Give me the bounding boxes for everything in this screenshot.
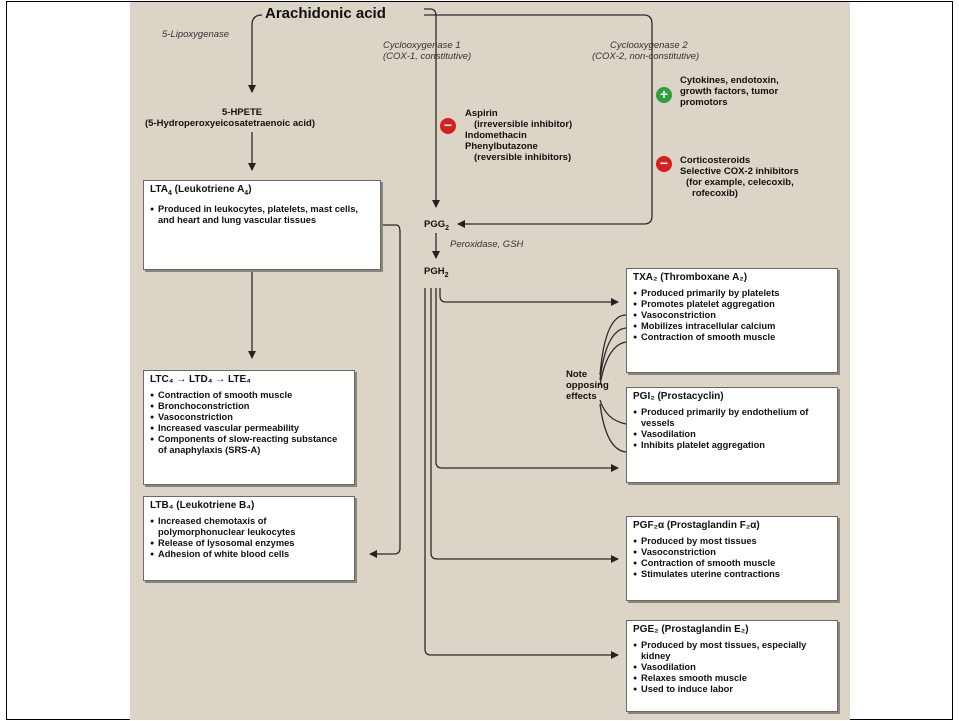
aspirin-note: (irreversible inhibitor) bbox=[474, 119, 573, 130]
arrow-pgh2-to-pgi2 bbox=[435, 288, 619, 472]
lipoxygenase-label: 5-Lipoxygenase bbox=[162, 29, 230, 40]
pgi2-item: Vasodilation bbox=[633, 429, 831, 440]
arrow-pgh2-to-txa2 bbox=[439, 288, 619, 306]
txa2-item: Vasoconstriction bbox=[633, 310, 831, 321]
ltb4-box: LTB₄ (Leukotriene B₄) Increased chemotax… bbox=[143, 496, 355, 581]
pgf2-item: Produced by most tissues bbox=[633, 536, 831, 547]
inducers-line-2: growth factors, tumor bbox=[680, 86, 779, 97]
ltb4-item: Release of lysosomal enzymes bbox=[150, 538, 348, 549]
inducers-line-3: promotors bbox=[680, 97, 728, 108]
peroxidase-label: Peroxidase, GSH bbox=[450, 239, 524, 250]
txa2-title: TXA₂ (Thromboxane A₂) bbox=[633, 272, 748, 283]
cox1-label-a: Cyclooxygenase 1 bbox=[383, 40, 461, 51]
minus-circle-icon: − bbox=[440, 118, 456, 134]
cox2-examples-1: (for example, celecoxib, bbox=[686, 177, 794, 188]
arachidonic-acid-title: Arachidonic acid bbox=[265, 5, 386, 22]
cox2-inhibitors-label: Selective COX-2 inhibitors bbox=[680, 166, 799, 177]
pge2-box: PGE₂ (Prostaglandin E₂) Produced by most… bbox=[626, 620, 838, 712]
pge2-item: Used to induce labor bbox=[633, 684, 831, 695]
pgi2-box: PGI₂ (Prostacyclin) Produced primarily b… bbox=[626, 387, 838, 483]
hpete-label-b: (5-Hydroperoxyeicosatetraenoic acid) bbox=[145, 118, 316, 129]
reversible-note: (reversible inhibitors) bbox=[474, 152, 572, 163]
note-link-1 bbox=[599, 314, 627, 376]
ltc4-title: LTC₄ → LTD₄ → LTE₄ bbox=[150, 374, 251, 385]
note-link-5 bbox=[599, 403, 627, 453]
minus-circle-icon: − bbox=[656, 156, 672, 172]
note-line-3: effects bbox=[566, 391, 597, 402]
cox2-examples-2: rofecoxib) bbox=[692, 188, 738, 199]
aspirin-label: Aspirin bbox=[465, 108, 498, 119]
ltb4-item: Adhesion of white blood cells bbox=[150, 549, 348, 560]
ltc4-item: Vasoconstriction bbox=[150, 412, 348, 423]
note-line-1: Note bbox=[566, 369, 588, 380]
note-link-3 bbox=[599, 341, 627, 386]
txa2-item: Mobilizes intracellular calcium bbox=[633, 321, 831, 332]
cox2-label-b: (COX-2, non-constitutive) bbox=[592, 51, 700, 62]
arrow-pgh2-to-pgf2 bbox=[430, 288, 619, 563]
pgf2-item: Vasoconstriction bbox=[633, 547, 831, 558]
lta4-item: Produced in leukocytes, platelets, mast … bbox=[150, 204, 374, 226]
arrow-cox2-to-pgg2 bbox=[424, 14, 653, 228]
cox2-label-a: Cyclooxygenase 2 bbox=[610, 40, 688, 51]
ltb4-item: Increased chemotaxis of polymorphonuclea… bbox=[150, 516, 348, 538]
pgg2-label: PGG2 bbox=[424, 219, 450, 232]
ltc4-item: Increased vascular permeability bbox=[150, 423, 348, 434]
pgh2-label: PGH2 bbox=[424, 266, 449, 279]
pgf2-box: PGF₂α (Prostaglandin F₂α) Produced by mo… bbox=[626, 516, 838, 601]
txa2-item: Promotes platelet aggregation bbox=[633, 299, 831, 310]
arrow-cox1-to-pgg2 bbox=[424, 8, 440, 208]
pge2-item: Relaxes smooth muscle bbox=[633, 673, 831, 684]
pgi2-item: Produced primarily by endothelium of ves… bbox=[633, 407, 831, 429]
indomethacin-label: Indomethacin bbox=[465, 130, 527, 141]
txa2-item: Produced primarily by platelets bbox=[633, 288, 831, 299]
ltc4-item: Bronchoconstriction bbox=[150, 401, 348, 412]
pge2-item: Vasodilation bbox=[633, 662, 831, 673]
lta4-title: LTA4 (Leukotriene A4) bbox=[150, 184, 252, 197]
ltb4-title: LTB₄ (Leukotriene B₄) bbox=[150, 500, 255, 511]
pge2-item: Produced by most tissues, especially kid… bbox=[633, 640, 831, 662]
ltc4-item: Contraction of smooth muscle bbox=[150, 390, 348, 401]
note-line-2: opposing bbox=[566, 380, 609, 391]
ltc4-box: LTC₄ → LTD₄ → LTE₄ Contraction of smooth… bbox=[143, 370, 355, 485]
pge2-title: PGE₂ (Prostaglandin E₂) bbox=[633, 624, 749, 635]
arrow-pgh2-to-pge2 bbox=[424, 288, 619, 659]
corticosteroids-label: Corticosteroids bbox=[680, 155, 751, 166]
phenylbutazone-label: Phenylbutazone bbox=[465, 141, 538, 152]
arrow-lta4-to-ltb4 bbox=[369, 224, 401, 558]
ltc4-item: Components of slow-reacting substance of… bbox=[150, 434, 348, 456]
pgi2-title: PGI₂ (Prostacyclin) bbox=[633, 391, 724, 402]
note-link-4 bbox=[599, 399, 627, 425]
inducers-line-1: Cytokines, endotoxin, bbox=[680, 75, 779, 86]
lta4-box: LTA4 (Leukotriene A4) Produced in leukoc… bbox=[143, 180, 381, 270]
txa2-item: Contraction of smooth muscle bbox=[633, 332, 831, 343]
plus-circle-icon: + bbox=[656, 87, 672, 103]
pgf2-item: Contraction of smooth muscle bbox=[633, 558, 831, 569]
arrow-aa-to-hpete bbox=[248, 14, 263, 93]
pgi2-item: Inhibits platelet aggregation bbox=[633, 440, 831, 451]
txa2-box: TXA₂ (Thromboxane A₂) Produced primarily… bbox=[626, 268, 838, 373]
pgf2-title: PGF₂α (Prostaglandin F₂α) bbox=[633, 520, 760, 531]
hpete-label-a: 5-HPETE bbox=[222, 107, 263, 118]
cox1-label-b: (COX-1, constitutive) bbox=[383, 51, 472, 62]
pgf2-item: Stimulates uterine contractions bbox=[633, 569, 831, 580]
note-link-2 bbox=[599, 327, 627, 381]
